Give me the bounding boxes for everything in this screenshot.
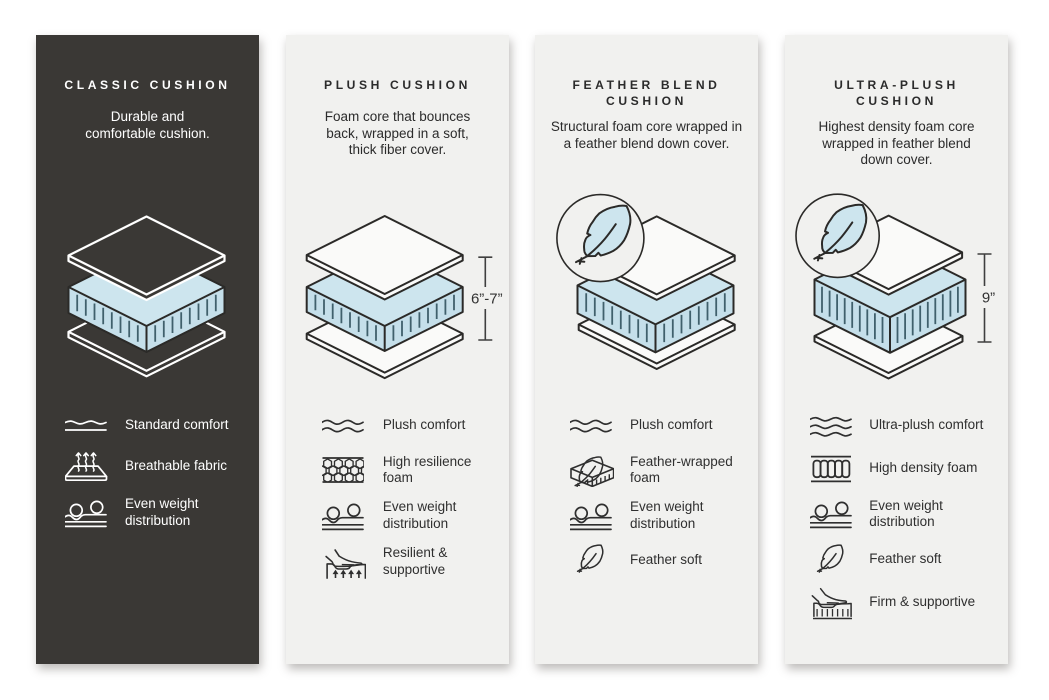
svg-text:6”-7”: 6”-7” — [471, 290, 503, 307]
svg-text:9”: 9” — [982, 289, 995, 306]
